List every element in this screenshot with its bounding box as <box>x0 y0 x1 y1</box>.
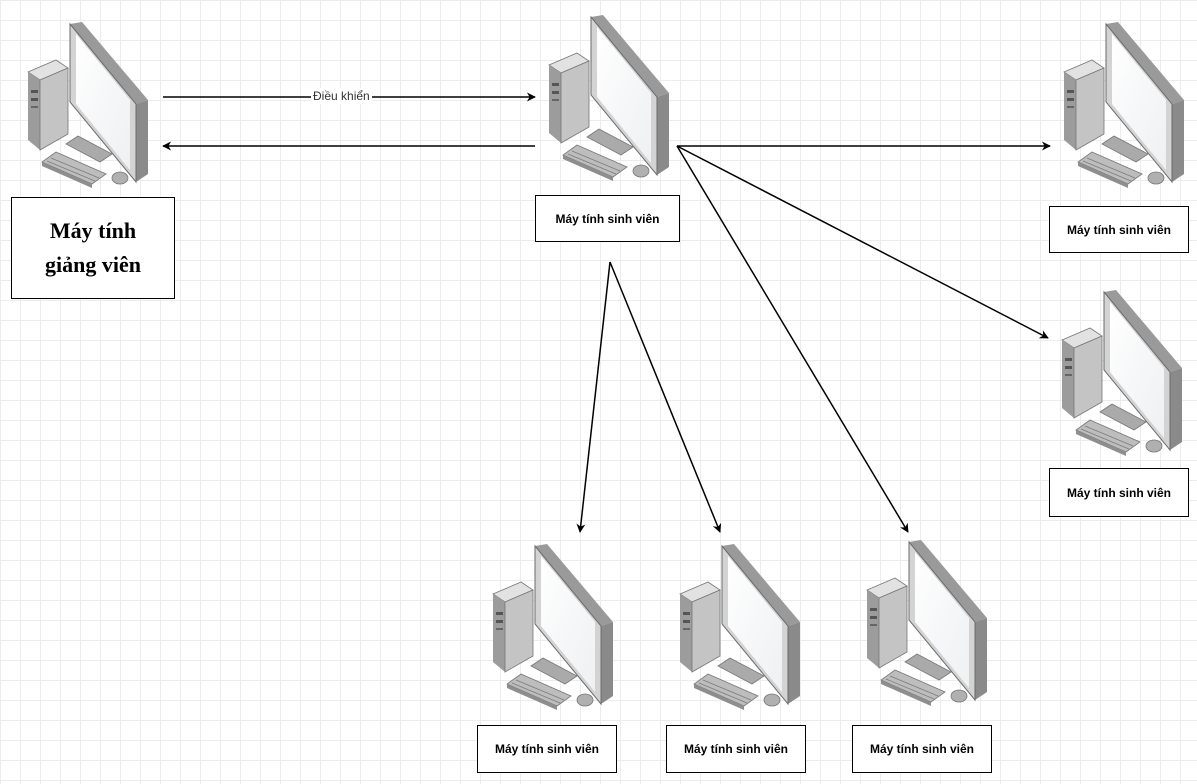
student-label-bottom-3: Máy tính sinh viên <box>852 725 992 773</box>
student-computer-icon <box>1061 290 1183 457</box>
student-label-right-top: Máy tính sinh viên <box>1049 206 1189 253</box>
connector-arrow <box>676 145 909 533</box>
student-computer-icon <box>492 544 614 711</box>
student-hub-label: Máy tính sinh viên <box>535 195 680 242</box>
student-computer-icon <box>1063 22 1185 189</box>
student-label-bottom-2: Máy tính sinh viên <box>666 725 806 773</box>
student-computer-icon <box>866 540 988 707</box>
student-computer-icon <box>679 544 801 711</box>
teacher-computer-icon <box>27 22 149 189</box>
student-label-right-mid: Máy tính sinh viên <box>1049 468 1189 517</box>
teacher-computer-label: Máy tính giảng viên <box>11 197 175 299</box>
student-hub-computer-icon <box>548 15 670 182</box>
connector-arrow <box>676 145 1049 339</box>
control-edge-label: Điều khiển <box>311 88 372 104</box>
connector-arrow <box>576 261 611 533</box>
connector-arrow <box>609 261 722 533</box>
student-label-bottom-1: Máy tính sinh viên <box>477 725 617 773</box>
